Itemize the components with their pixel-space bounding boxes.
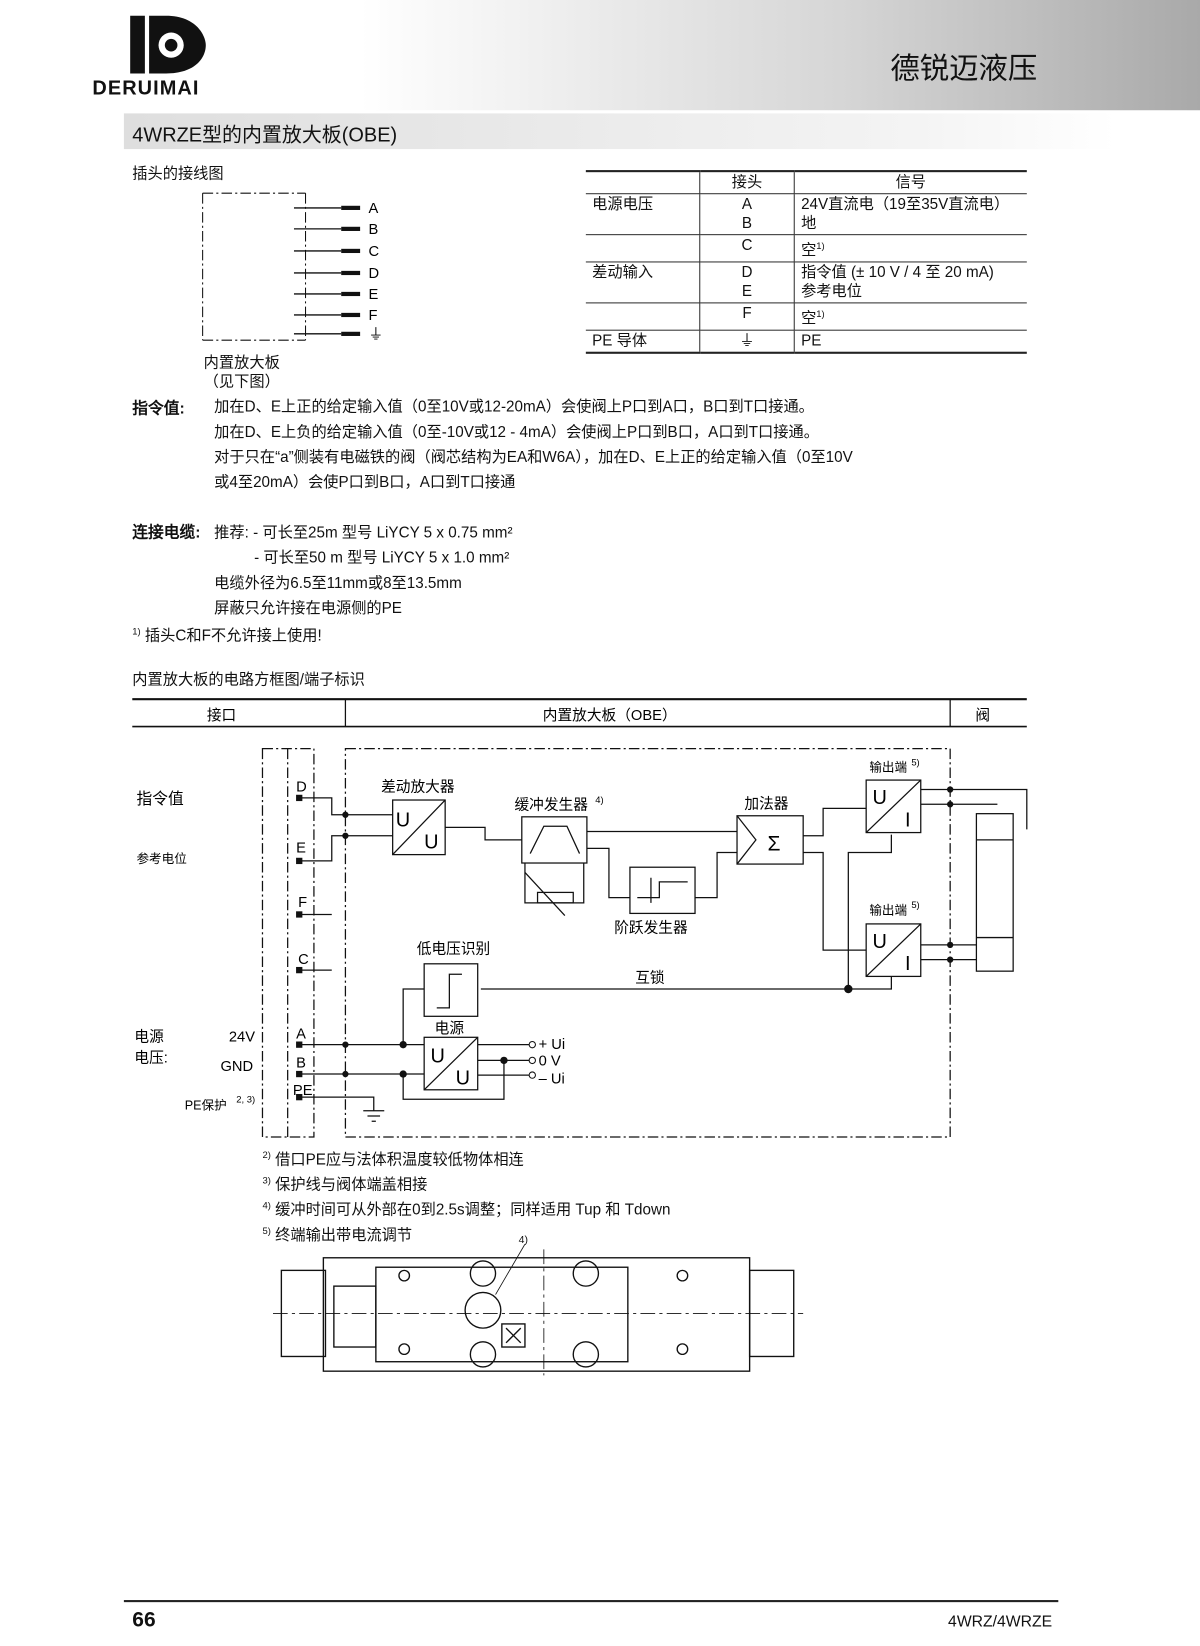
label: 指令值 bbox=[136, 790, 183, 808]
wiring-title: 插头的接线图 bbox=[132, 165, 224, 183]
terminal: D bbox=[296, 780, 307, 796]
block-diagram-title: 内置放大板的电路方框图/端子标识 bbox=[132, 671, 365, 689]
pin-label: F bbox=[369, 308, 378, 324]
pin-label: ⏚ bbox=[369, 326, 384, 343]
page-number: 66 bbox=[132, 1608, 156, 1632]
cable-line: 推荐: - 可长至25m 型号 LiYCY 5 x 0.75 mm² bbox=[214, 524, 513, 542]
note: 5) bbox=[911, 757, 919, 768]
command-line: 对于只在“a”侧装有电磁铁的阀（阀芯结构为EA和W6A），加在D、E上正的给定输… bbox=[214, 449, 853, 467]
col-header: 接口 bbox=[207, 707, 236, 724]
note: 4) bbox=[595, 795, 603, 806]
symbol: I bbox=[905, 953, 911, 975]
footnote: 4) 缓冲时间可从外部在0到2.5s调整；同样适用 Tup 和 Tdown bbox=[262, 1200, 671, 1219]
pin-label: C bbox=[369, 244, 380, 260]
cable-line: - 可长至50 m 型号 LiYCY 5 x 1.0 mm² bbox=[254, 550, 510, 567]
logo-text: DERUIMAI bbox=[92, 77, 200, 100]
footer-model: 4WRZ/4WRZE bbox=[948, 1612, 1053, 1631]
sigma-symbol: Σ bbox=[767, 832, 780, 855]
block-label: 加法器 bbox=[744, 795, 788, 812]
block-label: 输出端 bbox=[869, 902, 907, 917]
col-header: 内置放大板（OBE） bbox=[543, 706, 677, 724]
logo-mark bbox=[130, 15, 206, 74]
symbol: I bbox=[905, 809, 911, 831]
terminal: A bbox=[296, 1026, 306, 1042]
label: 2, 3) bbox=[236, 1094, 255, 1105]
valve-drawing bbox=[272, 1244, 804, 1376]
footnote: 2) 借口PE应与法体积温度较低物体相连 bbox=[262, 1149, 524, 1169]
command-label: 指令值: bbox=[132, 400, 185, 418]
block-label: 低电压识别 bbox=[417, 940, 490, 957]
power-output: + Ui bbox=[539, 1037, 566, 1053]
symbol: U bbox=[872, 787, 886, 809]
label: 参考电位 bbox=[136, 852, 186, 866]
board-label: 内置放大板 bbox=[203, 354, 280, 372]
cable-line: 屏蔽只允许接在电源侧的PE bbox=[214, 600, 402, 618]
terminal: B bbox=[296, 1056, 306, 1072]
terminal: PE bbox=[293, 1083, 313, 1099]
block-label: 阶跃发生器 bbox=[614, 919, 688, 936]
col-header: 阀 bbox=[975, 707, 990, 724]
cable-line: 电缆外径为6.5至11mm或8至13.5mm bbox=[214, 575, 462, 593]
symbol: U bbox=[456, 1068, 470, 1090]
pin-label: B bbox=[369, 222, 379, 238]
terminal: E bbox=[296, 841, 306, 857]
symbol: U bbox=[430, 1045, 444, 1067]
block-label: 差动放大器 bbox=[381, 779, 455, 796]
pin-label: D bbox=[369, 266, 380, 282]
table-header: 接头 bbox=[699, 170, 795, 195]
symbol: U bbox=[424, 831, 438, 853]
power-output: 0 V bbox=[539, 1054, 561, 1070]
footnote-1: 1) 插头C和F不允许接上使用! bbox=[132, 625, 322, 645]
drawing-note: 4) bbox=[518, 1234, 529, 1247]
block-label: 电源 bbox=[435, 1020, 465, 1037]
table-row: PE 导体⏚PE bbox=[585, 329, 1027, 354]
label: 24V bbox=[229, 1030, 255, 1046]
symbol: U bbox=[396, 809, 410, 831]
section-title: 4WRZE型的内置放大板(OBE) bbox=[132, 124, 398, 147]
command-line: 或4至20mA）会使P口到B口，A口到T口接通 bbox=[214, 474, 516, 492]
label: PE保护 bbox=[185, 1099, 227, 1113]
block-label: 缓冲发生器 bbox=[514, 796, 588, 813]
power-output: – Ui bbox=[539, 1071, 565, 1087]
footer-rule bbox=[123, 1600, 1059, 1603]
terminal: F bbox=[298, 895, 307, 911]
block-label: 互锁 bbox=[635, 970, 665, 987]
ground-icon: ⏚ bbox=[699, 329, 795, 354]
section-bar bbox=[123, 113, 1117, 150]
pin-label: A bbox=[369, 201, 379, 217]
company-name: 德锐迈液压 bbox=[890, 52, 1038, 86]
terminal: C bbox=[298, 952, 309, 968]
footnote: 5) 终端输出带电流调节 bbox=[262, 1225, 413, 1245]
command-line: 加在D、E上正的给定输入值（0至10V或12-20mA）会使阀上P口到A口，B口… bbox=[214, 398, 814, 416]
board-note: （见下图） bbox=[203, 373, 280, 391]
pin-label: E bbox=[369, 287, 379, 303]
symbol: U bbox=[872, 931, 886, 953]
note: 5) bbox=[911, 900, 919, 911]
label: GND bbox=[220, 1059, 253, 1075]
block-label: 输出端 bbox=[869, 760, 907, 775]
footnote: 3) 保护线与阀体端盖相接 bbox=[262, 1175, 428, 1194]
cable-label: 连接电缆: bbox=[132, 523, 201, 542]
label: 电压: bbox=[134, 1049, 167, 1066]
table-header: 信号 bbox=[793, 170, 1027, 195]
command-line: 加在D、E上负的给定输入值（0至-10V或12 - 4mA）会使阀上P口到B口，… bbox=[214, 424, 819, 441]
label: 电源 bbox=[134, 1029, 164, 1046]
